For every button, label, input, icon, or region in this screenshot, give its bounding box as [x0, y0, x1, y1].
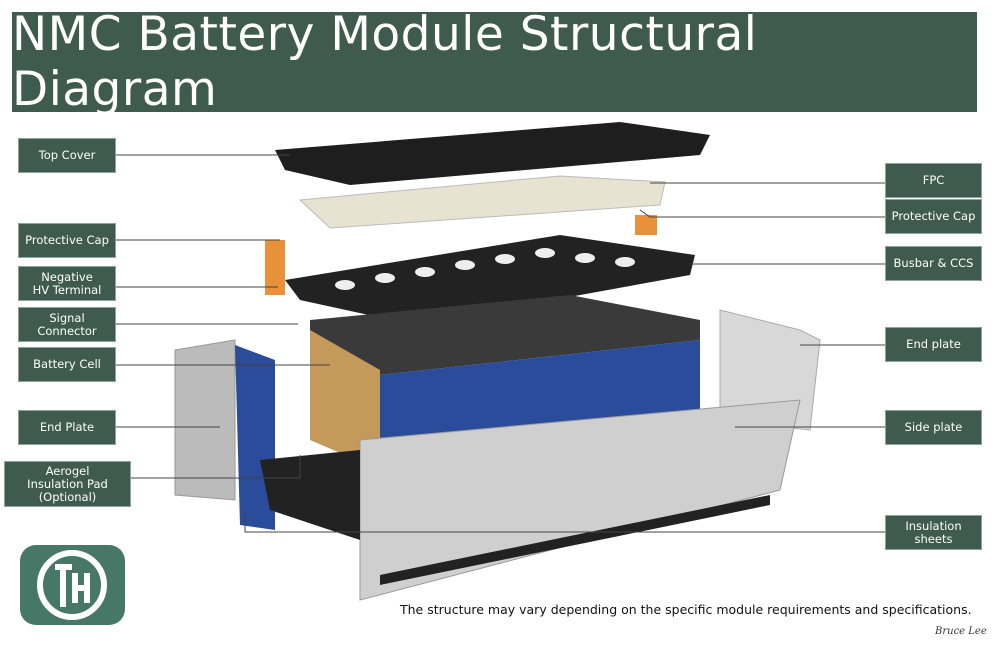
end-plate-left — [174, 339, 236, 501]
label-side-plate: Side plate — [885, 410, 982, 445]
label-busbar-ccs: Busbar & CCS — [885, 246, 982, 281]
page-title: NMC Battery Module Structural Diagram — [12, 7, 977, 117]
leader-lines — [116, 154, 885, 533]
label-protective-cap-right: Protective Cap — [885, 199, 982, 234]
label-battery-cell: Battery Cell — [18, 347, 116, 382]
cells-top — [310, 295, 700, 375]
label-negative-hv-terminal: Negative HV Terminal — [18, 266, 116, 301]
side-plate — [359, 399, 801, 601]
label-insulation-sheets: Insulation sheets — [885, 515, 982, 550]
protective-cap-left — [265, 240, 285, 295]
th-logo-icon — [37, 550, 107, 620]
label-signal-connector: Signal Connector — [18, 307, 116, 342]
label-protective-cap-left: Protective Cap — [18, 223, 116, 258]
label-fpc: FPC — [885, 163, 982, 198]
battery-cells — [380, 340, 700, 460]
insulation-sheet — [260, 450, 360, 540]
top-cover — [275, 122, 710, 185]
label-end-plate-right: End plate — [885, 327, 982, 362]
th-logo — [20, 545, 125, 625]
label-aerogel-pad: Aerogel Insulation Pad (Optional) — [4, 461, 131, 507]
label-top-cover: Top Cover — [18, 138, 116, 173]
fpc — [298, 175, 666, 229]
disclaimer-note: The structure may vary depending on the … — [400, 602, 972, 617]
signature: Bruce Lee — [935, 626, 987, 637]
label-end-plate-left: End Plate — [18, 410, 116, 445]
protective-cap-right — [635, 215, 657, 235]
